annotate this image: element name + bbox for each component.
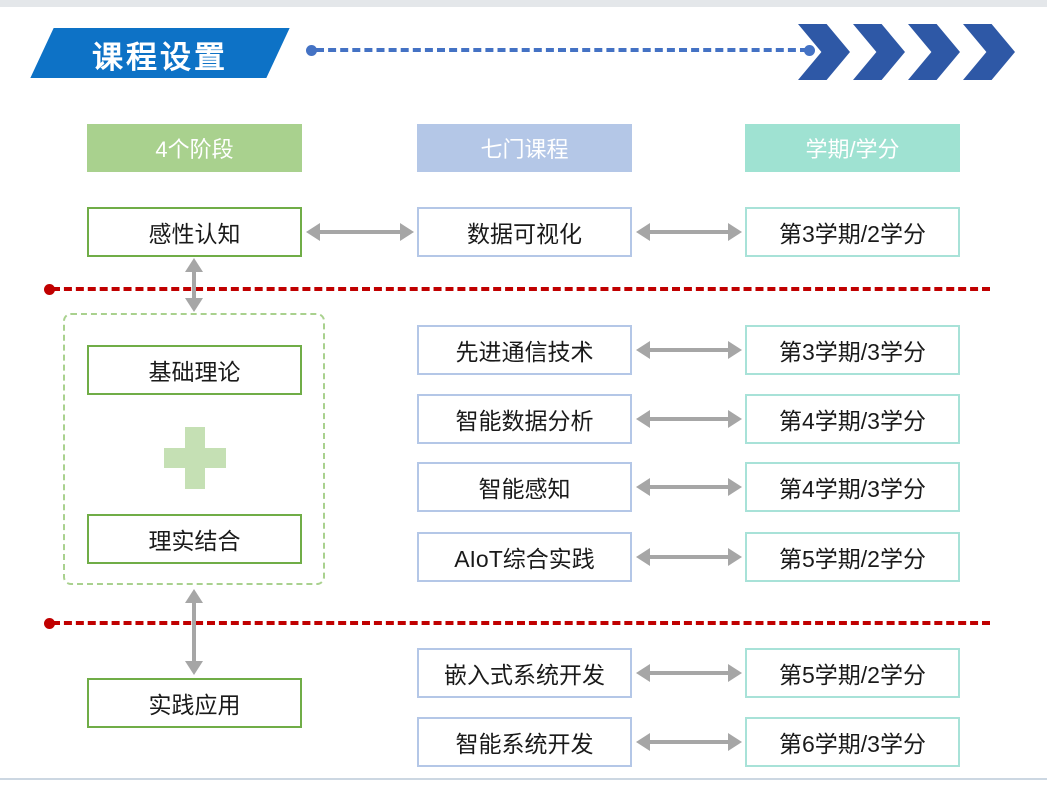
stage-box-theory: 基础理论 — [87, 345, 302, 395]
chevron-right-icon — [853, 24, 905, 80]
credit-box: 第5学期/2学分 — [745, 532, 960, 582]
red-divider-1 — [52, 287, 990, 291]
chevron-right-icon — [908, 24, 960, 80]
double-arrow-icon — [636, 548, 742, 566]
credit-box: 第4学期/3学分 — [745, 462, 960, 512]
course-box: 智能数据分析 — [417, 394, 632, 444]
double-arrow-icon — [636, 223, 742, 241]
header-courses: 七门课程 — [417, 124, 632, 172]
stage-box-perception: 感性认知 — [87, 207, 302, 257]
top-edge-strip — [0, 0, 1047, 7]
credit-box: 第3学期/3学分 — [745, 325, 960, 375]
dash-start-dot — [306, 45, 317, 56]
banner-dashed-line — [316, 48, 808, 52]
red-divider-2-dot — [44, 618, 55, 629]
page-title: 课程设置 — [92, 40, 228, 75]
double-arrow-icon — [636, 478, 742, 496]
double-arrow-icon — [636, 341, 742, 359]
stage-box-practice: 实践应用 — [87, 678, 302, 728]
double-arrow-vertical-icon — [185, 589, 203, 675]
course-box: 智能感知 — [417, 462, 632, 512]
course-box: 嵌入式系统开发 — [417, 648, 632, 698]
credit-box: 第5学期/2学分 — [745, 648, 960, 698]
course-box: AIoT综合实践 — [417, 532, 632, 582]
course-box: 先进通信技术 — [417, 325, 632, 375]
stage-group-outline — [63, 313, 325, 585]
credit-box: 第3学期/2学分 — [745, 207, 960, 257]
header-credits: 学期/学分 — [745, 124, 960, 172]
double-arrow-icon — [636, 733, 742, 751]
plus-icon — [164, 448, 226, 468]
header-stages: 4个阶段 — [87, 124, 302, 172]
course-box: 智能系统开发 — [417, 717, 632, 767]
red-divider-2 — [52, 621, 990, 625]
credit-box: 第4学期/3学分 — [745, 394, 960, 444]
double-arrow-icon — [636, 410, 742, 428]
double-arrow-icon — [306, 223, 414, 241]
double-arrow-icon — [636, 664, 742, 682]
stage-box-combine: 理实结合 — [87, 514, 302, 564]
dash-end-dot — [804, 45, 815, 56]
chevron-right-icon — [963, 24, 1015, 80]
red-divider-1-dot — [44, 284, 55, 295]
credit-box: 第6学期/3学分 — [745, 717, 960, 767]
bottom-edge-line — [0, 778, 1047, 780]
course-box: 数据可视化 — [417, 207, 632, 257]
double-arrow-vertical-icon — [185, 258, 203, 312]
